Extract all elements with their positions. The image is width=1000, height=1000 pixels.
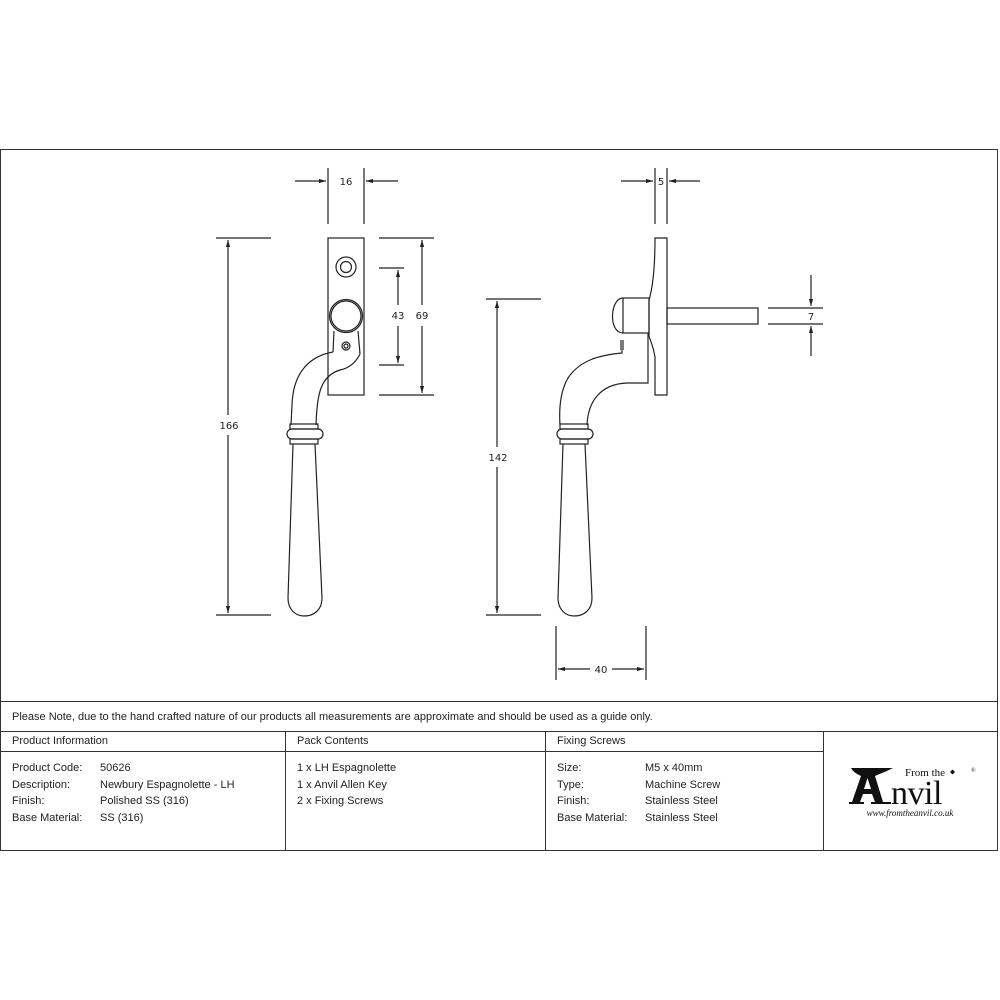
info-value: Newbury Espagnolette - LH — [100, 778, 235, 791]
screw-row: Size: M5 x 40mm — [557, 760, 823, 777]
diamond-icon — [950, 769, 955, 775]
screw-value: Stainless Steel — [645, 795, 718, 808]
dim-handle-height-label: 142 — [488, 453, 507, 464]
info-label: Base Material: — [12, 812, 83, 825]
screw-row: Type: Machine Screw — [557, 777, 823, 794]
pack-item: 2 x Fixing Screws — [297, 795, 384, 808]
from-the-anvil-logo: From the nvil ® www.fromtheanvil.co.uk — [849, 767, 976, 818]
anvil-icon — [849, 768, 893, 804]
screw-row: Base Material: Stainless Steel — [557, 810, 823, 827]
info-row: Base Material: SS (316) — [12, 810, 285, 827]
column-divider — [545, 732, 546, 851]
info-value: 50626 — [100, 762, 131, 774]
front-view — [216, 168, 434, 617]
dim-backplate-height-label: 69 — [416, 311, 429, 322]
info-label: Product Code: — [12, 762, 83, 774]
dim-width-label: 16 — [340, 177, 353, 188]
logo-from-the: From the — [905, 767, 945, 779]
measurement-note: Please Note, due to the hand crafted nat… — [0, 701, 998, 731]
info-label: Finish: — [12, 795, 45, 808]
info-row: Finish: Polished SS (316) — [12, 793, 285, 810]
dim-projection-label: 40 — [595, 665, 608, 676]
fixing-screws-heading: Fixing Screws — [545, 732, 823, 752]
column-divider — [823, 732, 824, 851]
pack-contents-heading: Pack Contents — [285, 732, 545, 752]
screw-value: M5 x 40mm — [645, 762, 703, 774]
screw-label: Base Material: — [557, 812, 628, 825]
screw-label: Type: — [557, 778, 584, 791]
info-row: Description: Newbury Espagnolette - LH — [12, 777, 285, 794]
side-view — [486, 168, 823, 680]
fixing-screws-section: Fixing Screws Size: M5 x 40mm Type: Machin… — [545, 732, 823, 851]
screw-label: Size: — [557, 762, 582, 774]
logo-website: www.fromtheanvil.co.uk — [867, 808, 955, 818]
pack-item: 1 x Anvil Allen Key — [297, 778, 387, 791]
registered-mark: ® — [971, 767, 976, 774]
product-information-heading: Product Information — [0, 732, 285, 752]
info-label: Description: — [12, 778, 71, 791]
pack-item: 1 x LH Espagnolette — [297, 762, 397, 774]
info-table: Product Information Product Code: 50626 D… — [0, 731, 998, 851]
screw-row: Finish: Stainless Steel — [557, 793, 823, 810]
dim-backplate-thickness-label: 5 — [658, 177, 664, 188]
logo-anvil: nvil — [891, 775, 942, 812]
dim-overall-height-label: 166 — [219, 421, 238, 432]
dim-spindle-to-screw-label: 43 — [392, 311, 405, 322]
screw-value: Stainless Steel — [645, 812, 718, 825]
info-row: Product Code: 50626 — [12, 760, 285, 777]
pack-contents-section: Pack Contents 1 x LH Espagnolette 1 x An… — [285, 732, 545, 851]
drawing-sheet-border — [0, 149, 998, 851]
column-divider — [285, 732, 286, 851]
product-information-section: Product Information Product Code: 50626 D… — [0, 732, 285, 851]
dim-spindle-size-label: 7 — [808, 312, 814, 323]
screw-label: Finish: — [557, 795, 590, 808]
info-value: Polished SS (316) — [100, 795, 189, 808]
screw-value: Machine Screw — [645, 778, 721, 791]
info-value: SS (316) — [100, 812, 144, 825]
